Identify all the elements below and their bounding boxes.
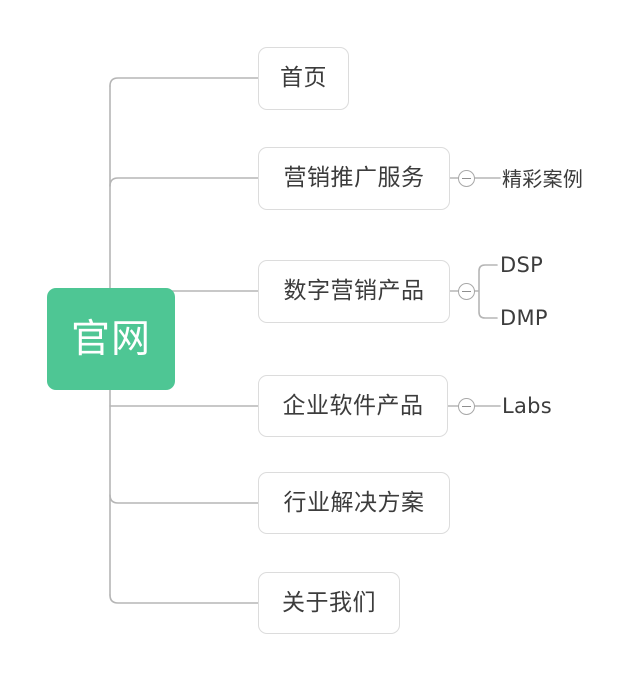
topic-node-label: 首页 — [280, 65, 327, 91]
leaf-node-dsp[interactable]: DSP — [500, 254, 543, 276]
topic-node-label: 数字营销产品 — [283, 278, 425, 304]
leaf-node-labs[interactable]: Labs — [502, 395, 552, 417]
collapse-minus-icon[interactable] — [458, 398, 475, 415]
edge-branch-5 — [109, 494, 259, 504]
topic-node-marketing-promotion-services[interactable]: 营销推广服务 — [258, 147, 450, 210]
edge-branch-6 — [109, 594, 259, 604]
root-node-label: 官网 — [70, 316, 151, 362]
topic-node-industry-solutions[interactable]: 行业解决方案 — [258, 472, 450, 534]
leaf-node-label: Labs — [502, 393, 553, 418]
edge-leaf-bracket-dsp-dmp — [474, 264, 498, 319]
edge-branch-1 — [109, 77, 259, 87]
topic-node-homepage[interactable]: 首页 — [258, 47, 349, 110]
leaf-node-label: 精彩案例 — [502, 167, 584, 191]
root-node[interactable]: 官网 — [47, 288, 175, 390]
leaf-node-label: DSP — [500, 252, 544, 277]
topic-node-about-us[interactable]: 关于我们 — [258, 572, 400, 634]
leaf-node-dmp[interactable]: DMP — [500, 307, 548, 329]
leaf-node-wonderful-cases[interactable]: 精彩案例 — [502, 168, 583, 190]
topic-node-label: 关于我们 — [282, 589, 376, 616]
edge-branch-2 — [109, 177, 259, 187]
collapse-minus-icon[interactable] — [458, 283, 475, 300]
topic-node-label: 营销推广服务 — [283, 165, 425, 191]
collapse-minus-icon[interactable] — [458, 170, 475, 187]
topic-node-label: 企业软件产品 — [282, 392, 424, 419]
topic-node-digital-marketing-products[interactable]: 数字营销产品 — [258, 260, 450, 323]
topic-node-label: 行业解决方案 — [283, 489, 425, 516]
leaf-node-label: DMP — [500, 305, 548, 330]
topic-node-enterprise-software-products[interactable]: 企业软件产品 — [258, 375, 448, 437]
